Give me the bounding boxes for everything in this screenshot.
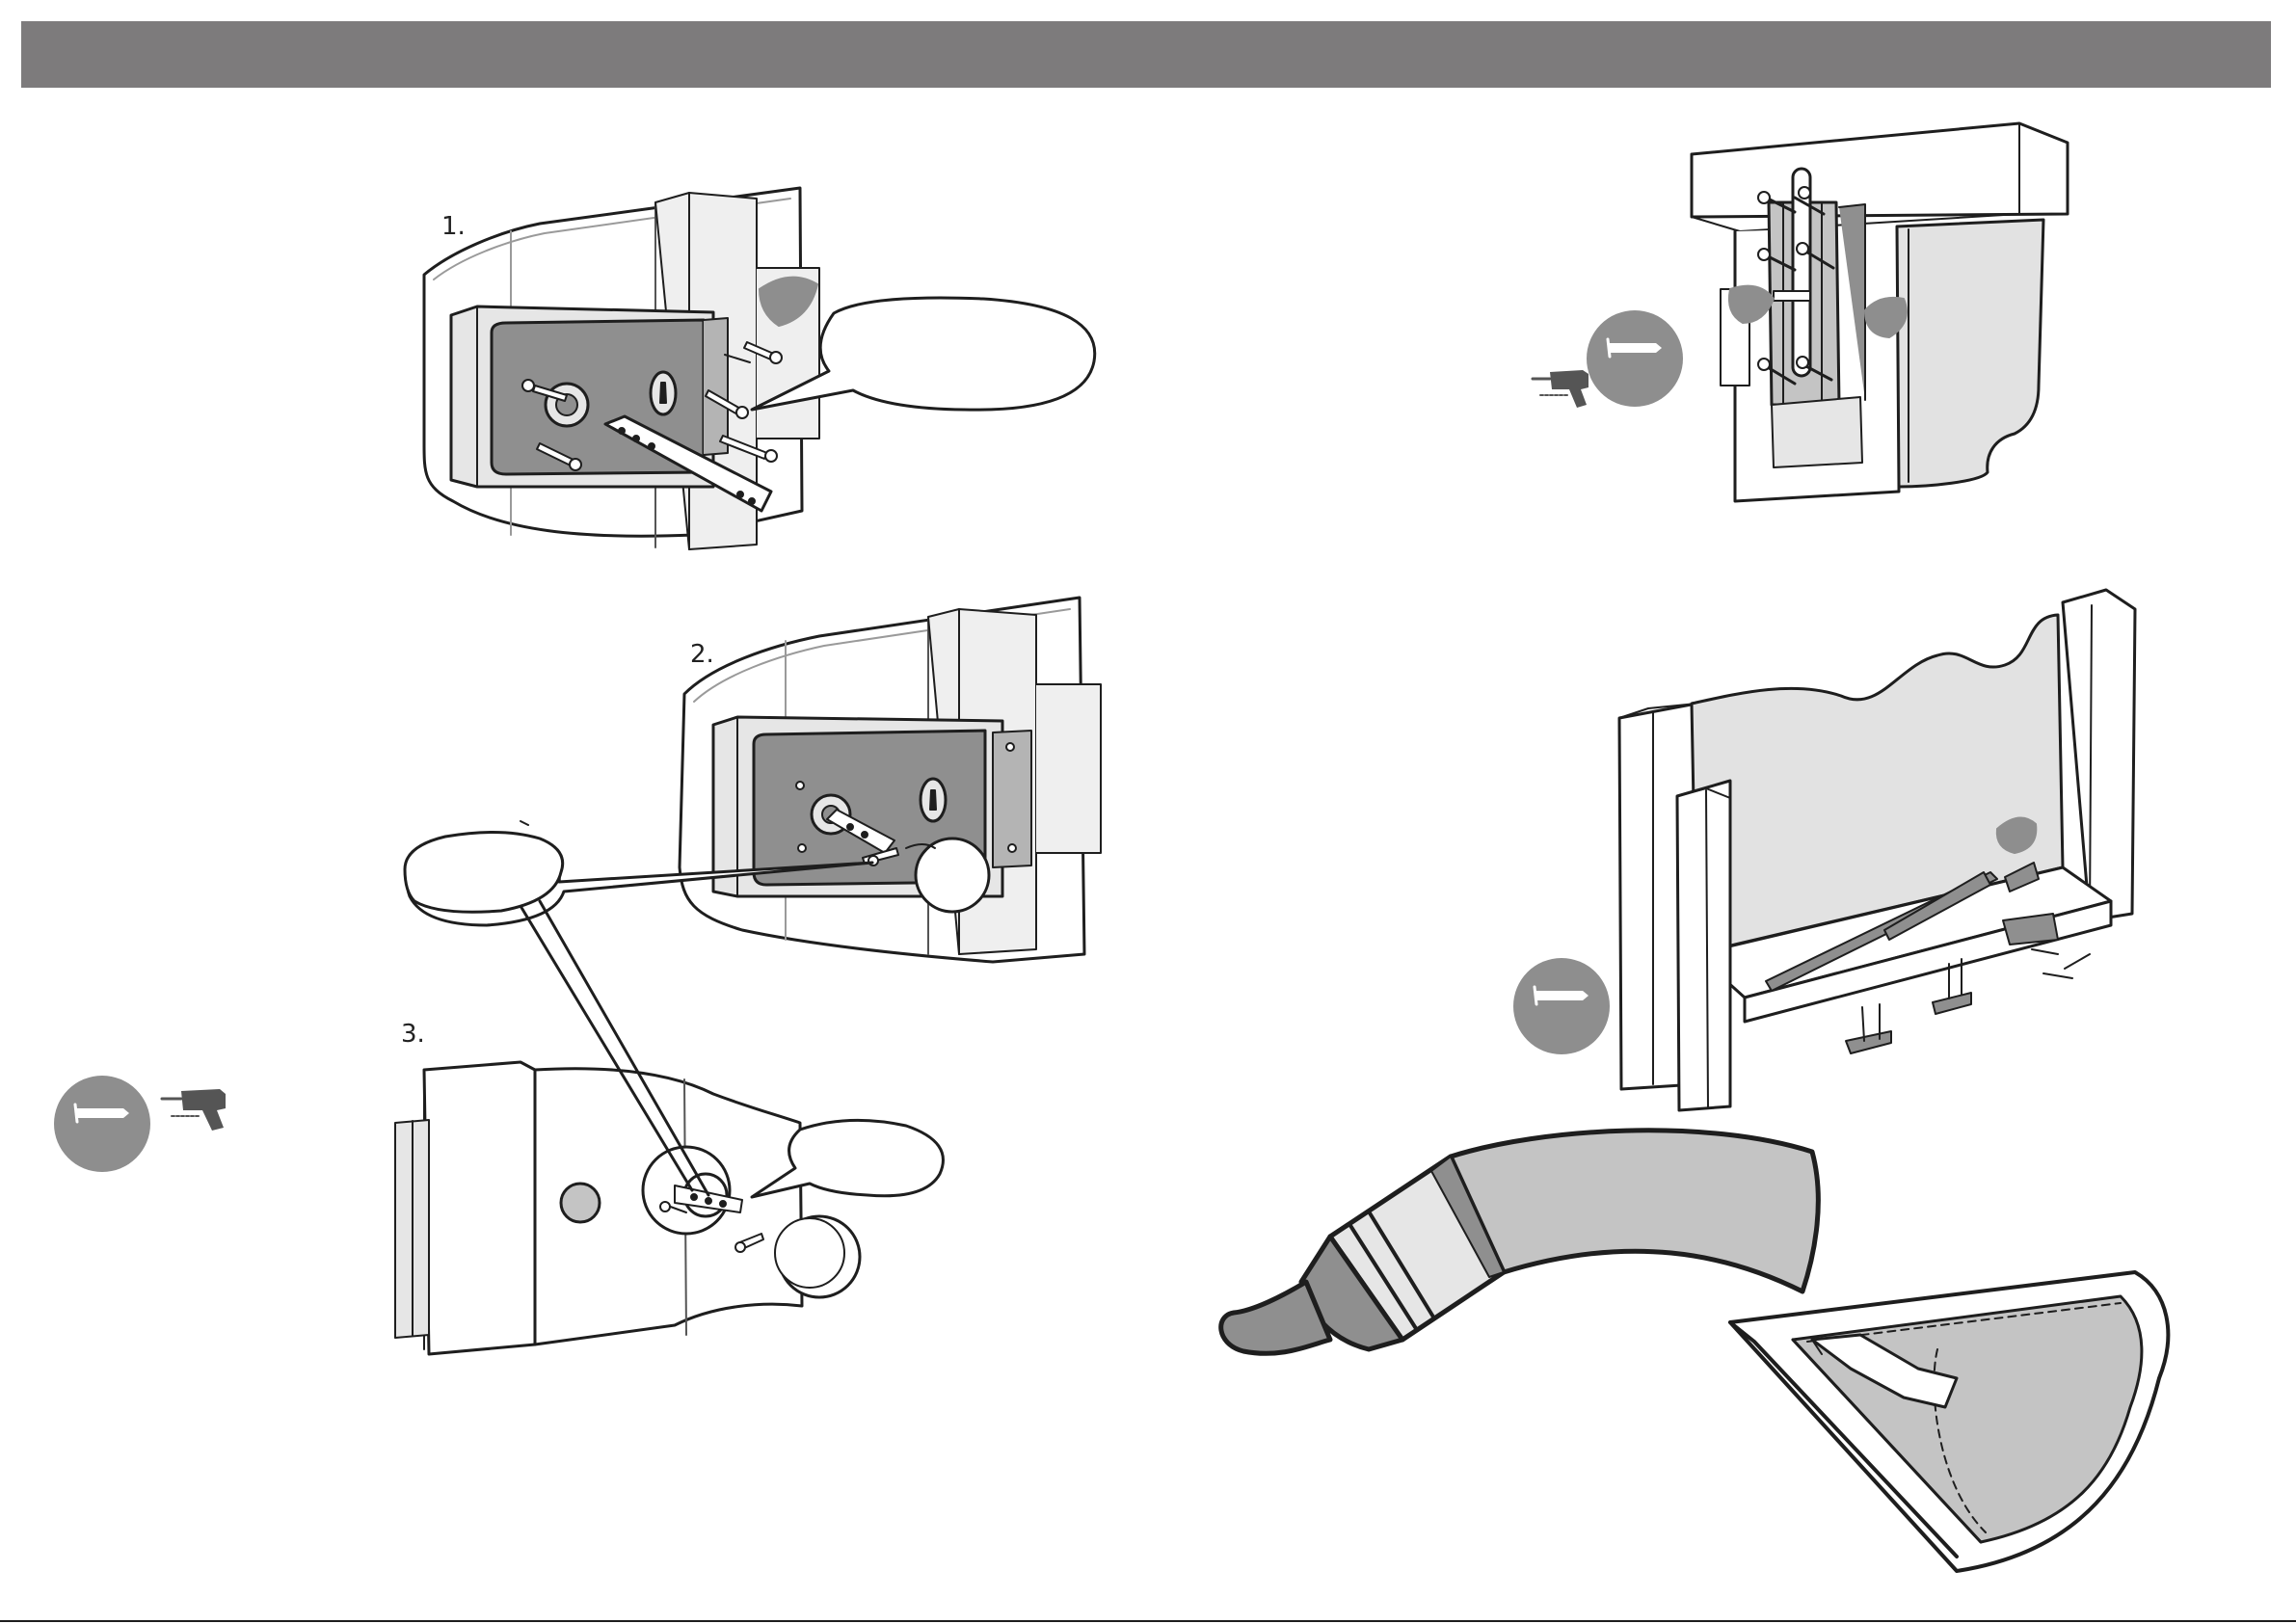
drill-icon-top-right [1533,370,1589,408]
step3-door-illustration [395,1062,943,1354]
sanding-block-icon [1730,1272,2168,1571]
drill-icon-left [162,1089,226,1131]
paint-brush-icon [1221,1131,1819,1353]
step1-lock-illustration [424,188,1095,549]
screw-badge-top-right [1587,310,1683,407]
bolt-frame-illustration [1692,123,2068,501]
screw-badge-middle-right [1513,958,1610,1054]
screw-badge-left [54,1076,150,1172]
window-stay-illustration [1619,590,2135,1110]
step2-lock-illustration [680,598,1101,962]
